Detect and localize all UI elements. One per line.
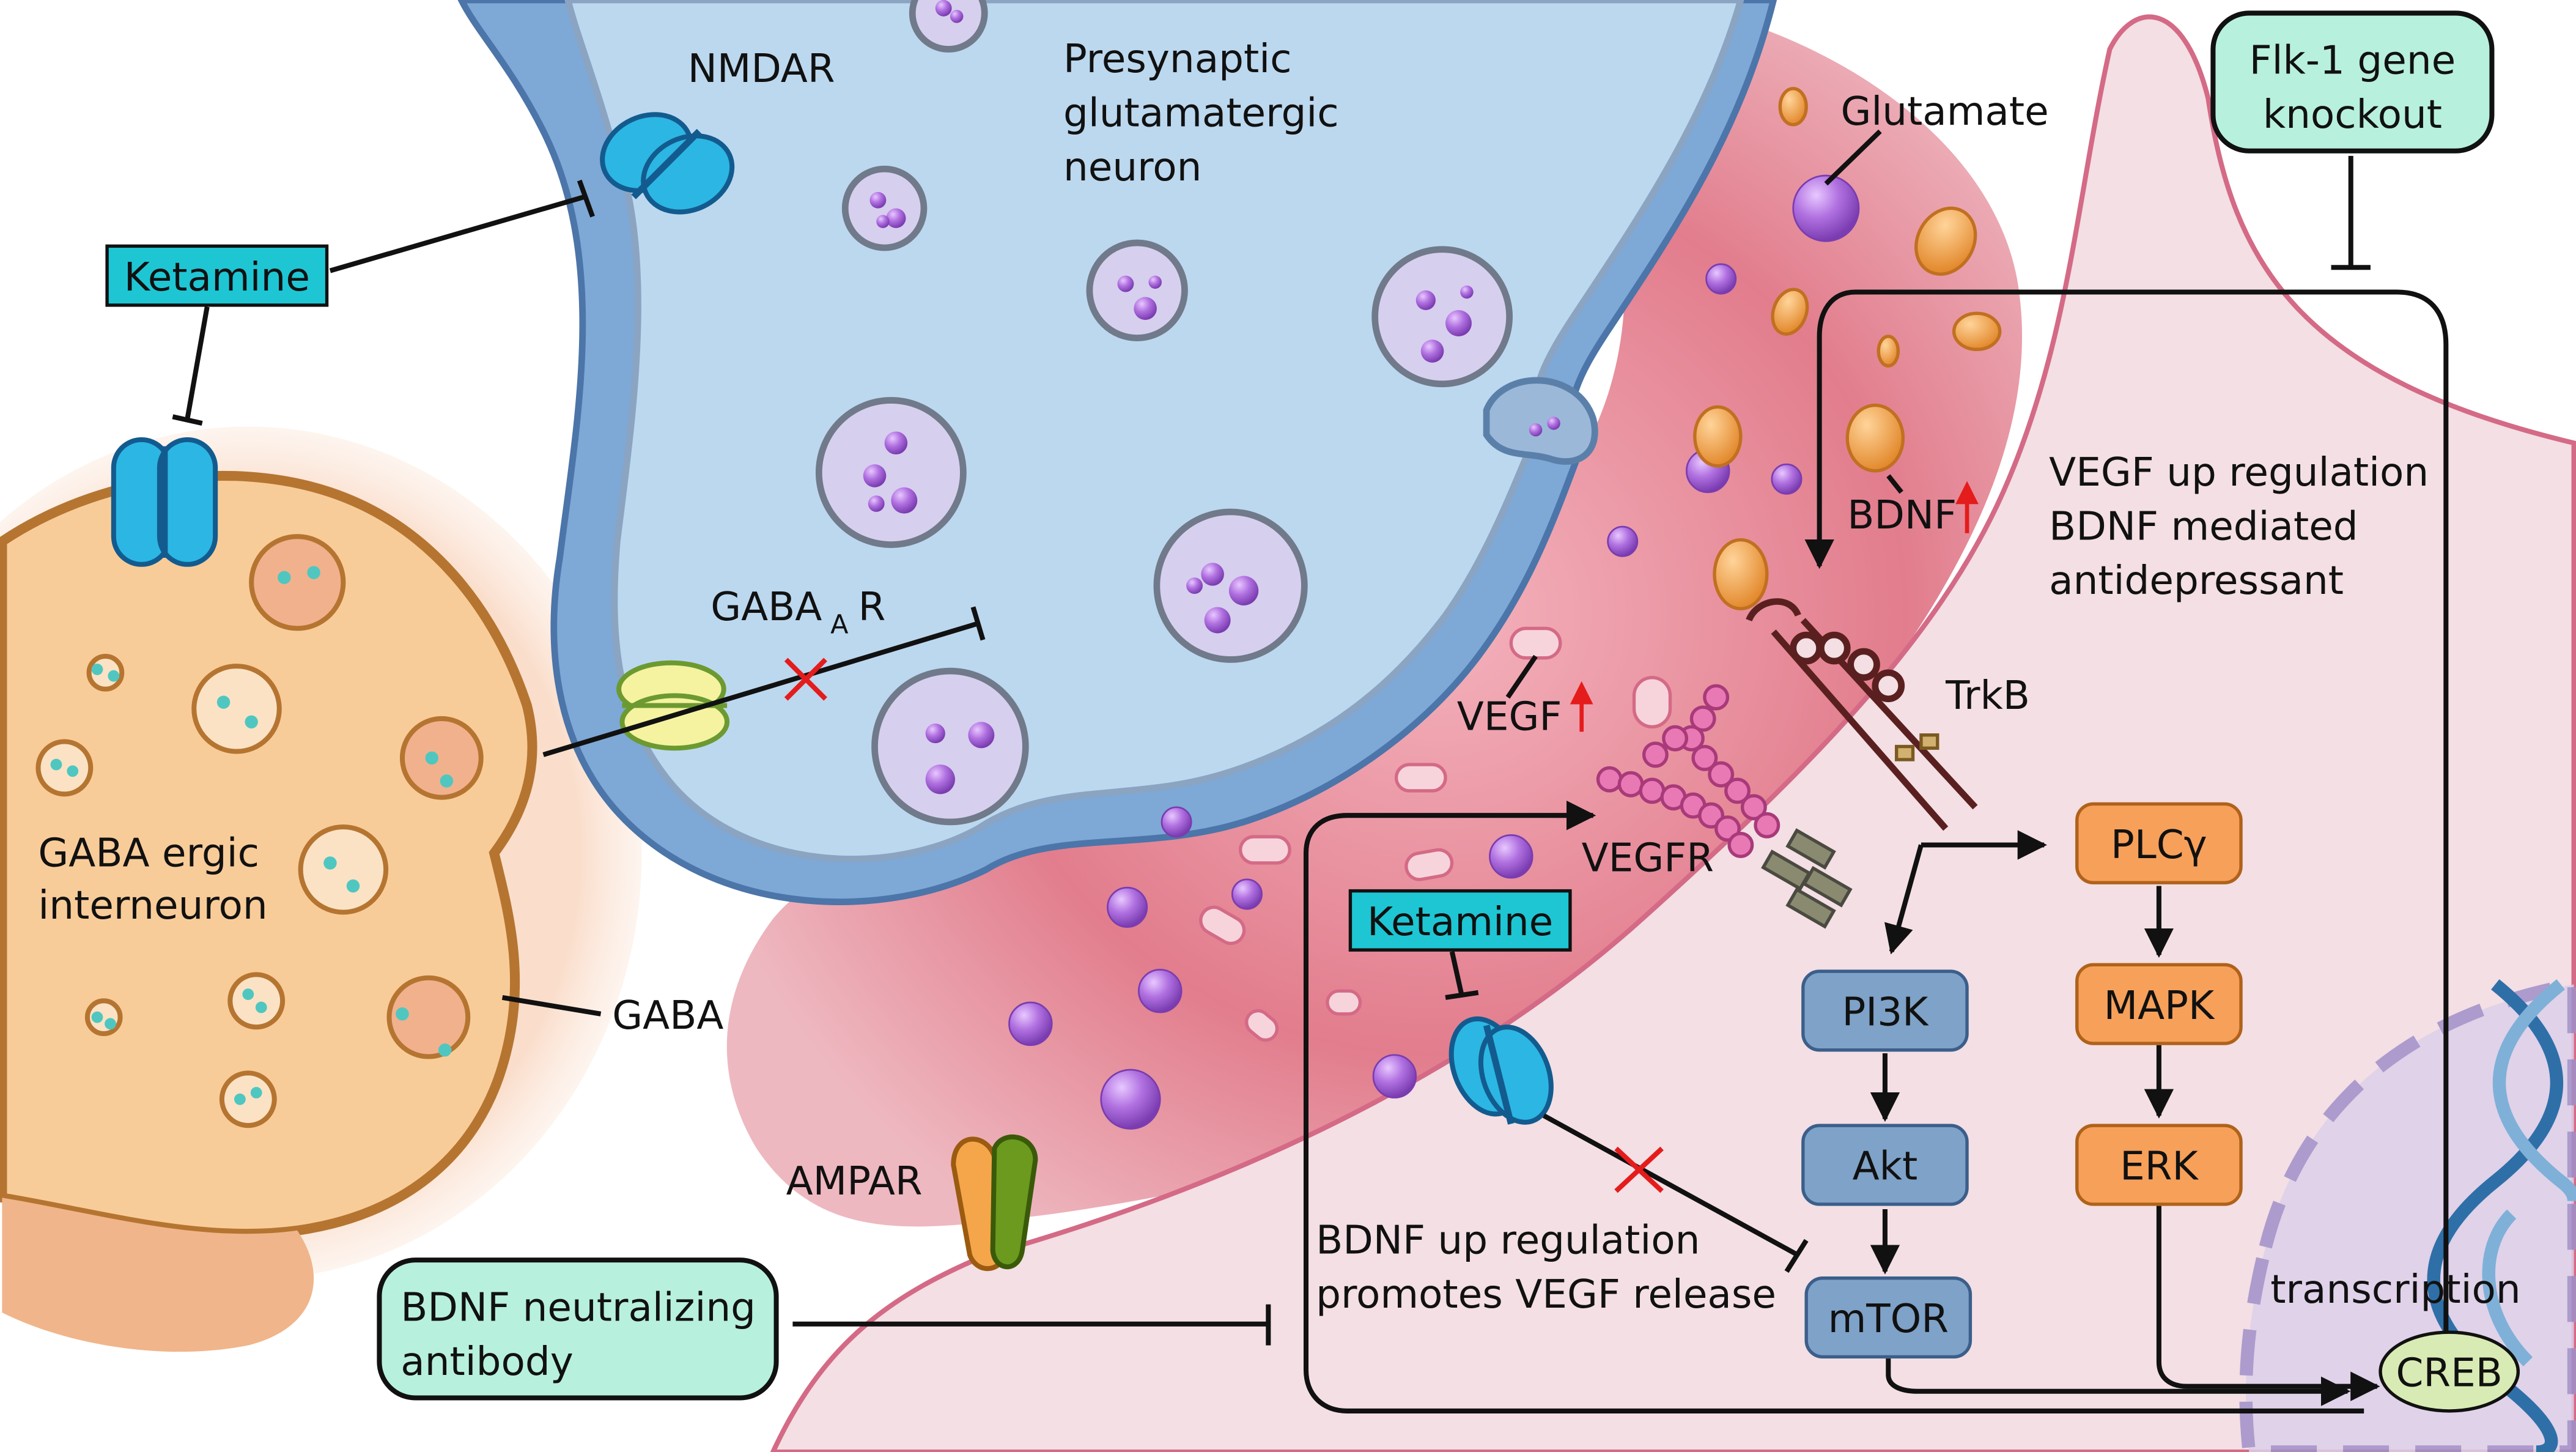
creb-node: CREB bbox=[2379, 1330, 2520, 1413]
nmdar-to-mtor-inhibition-line bbox=[1543, 1113, 1799, 1258]
pi3k-box: PI3K bbox=[1801, 969, 1969, 1052]
bdnf-pointer-line bbox=[1886, 474, 1903, 494]
vegfr-label: VEGFR bbox=[1582, 835, 1714, 881]
interneuron-nmdar-receptor bbox=[111, 437, 218, 567]
creb-feedback-loop bbox=[1804, 289, 2449, 1403]
vegfr-kinase-domain bbox=[1761, 828, 1853, 929]
presynaptic-label-line2: glutamatergic bbox=[1063, 91, 1339, 136]
bdnf-up-label-line2: promotes VEGF release bbox=[1316, 1272, 1776, 1317]
erk-box: ERK bbox=[2075, 1124, 2243, 1206]
glutamate-pointer-line bbox=[1824, 129, 1882, 186]
postsynaptic-nmdar-receptor bbox=[1449, 1016, 1554, 1125]
trkb-to-pi3k-arrow bbox=[1884, 844, 1924, 955]
gaba-pointer-line bbox=[501, 995, 602, 1017]
ketamine-box-mid: Ketamine bbox=[1348, 889, 1572, 952]
ketamine-box-top: Ketamine bbox=[105, 244, 329, 307]
nmdar-label: NMDAR bbox=[688, 46, 835, 92]
vegf-label: VEGF bbox=[1457, 694, 1562, 740]
svg-text:Akt: Akt bbox=[1853, 1144, 1918, 1190]
presynaptic-label-line3: neuron bbox=[1063, 144, 1201, 190]
flk1-line1: Flk-1 gene bbox=[2249, 38, 2456, 84]
vegf-pointer-line bbox=[1505, 654, 1538, 699]
bdnf-label: BDNF bbox=[1847, 492, 1957, 538]
mapk-box: MAPK bbox=[2075, 963, 2243, 1045]
svg-text:CREB: CREB bbox=[2396, 1350, 2502, 1396]
interneuron-gaba-dots bbox=[50, 566, 454, 1105]
glutamate-label: Glutamate bbox=[1840, 89, 2048, 135]
svg-text:Ketamine: Ketamine bbox=[124, 254, 310, 300]
mtor-to-creb-arrow bbox=[1886, 1358, 2351, 1406]
presynaptic-pocket bbox=[1483, 377, 1598, 465]
akt-box: Akt bbox=[1801, 1124, 1969, 1206]
bdnf-up-label-line1: BDNF up regulation bbox=[1316, 1217, 1700, 1263]
svg-text:Ketamine: Ketamine bbox=[1367, 899, 1553, 945]
gabaa-inhibition-line bbox=[542, 621, 979, 757]
presynaptic-label-line1: Presynaptic bbox=[1063, 36, 1292, 82]
bdnf-particles bbox=[1693, 87, 2002, 610]
ampar-receptor bbox=[951, 1134, 1038, 1272]
vegf-up-label-line3: antidepressant bbox=[2049, 558, 2344, 604]
antibody-line2: antibody bbox=[400, 1339, 574, 1385]
gaba-label: GABA bbox=[612, 993, 723, 1039]
ampar-label: AMPAR bbox=[786, 1158, 923, 1204]
trkb-label: TrkB bbox=[1945, 673, 2030, 719]
interneuron-label-line1: GABA ergic bbox=[38, 830, 259, 876]
plc-box: PLCγ bbox=[2075, 802, 2243, 884]
nmdar-receptor bbox=[600, 112, 735, 215]
interneuron-label-line2: interneuron bbox=[38, 883, 267, 928]
glutamate-vesicles bbox=[1008, 174, 1860, 1130]
ketamine-to-nmdar-line bbox=[329, 194, 585, 273]
vegf-up-label-line1: VEGF up regulation bbox=[2049, 450, 2429, 495]
vesicle-contents bbox=[863, 0, 1560, 795]
ketamine-to-interneuron-line bbox=[185, 306, 210, 419]
svg-text:ERK: ERK bbox=[2120, 1144, 2199, 1190]
gabaar-r-label: R bbox=[858, 584, 886, 630]
interneuron-lower-lobe bbox=[2, 1198, 314, 1352]
antibody-line1: BDNF neutralizing bbox=[400, 1284, 756, 1330]
flk1-line2: knockout bbox=[2263, 92, 2442, 138]
dna-helix-icon bbox=[2427, 979, 2576, 1452]
svg-text:MAPK: MAPK bbox=[2104, 983, 2215, 1029]
gabaar-label: GABA bbox=[710, 584, 822, 630]
trkb-receptor bbox=[1746, 598, 1978, 831]
vegf-up-label-line2: BDNF mediated bbox=[2049, 504, 2358, 550]
blocked-marks bbox=[784, 657, 1664, 1193]
gabaa-receptor bbox=[616, 660, 730, 751]
vegfr-receptor bbox=[1596, 684, 1781, 858]
svg-text:PLCγ: PLCγ bbox=[2111, 822, 2207, 868]
presynaptic-vesicles bbox=[815, 0, 1513, 826]
postsynaptic-dendrite bbox=[770, 14, 2576, 1452]
connector-lines bbox=[172, 129, 2449, 1413]
flk1-box: Flk-1 gene knockout bbox=[2210, 10, 2495, 154]
mtor-feedback-loop bbox=[1303, 801, 2364, 1413]
transcription-label: transcription bbox=[2270, 1267, 2520, 1313]
erk-to-creb-arrow bbox=[2156, 1206, 2380, 1401]
gabaar-subscript: A bbox=[830, 609, 848, 640]
bdnf-antibody-box: BDNF neutralizing antibody bbox=[377, 1258, 779, 1401]
svg-text:mTOR: mTOR bbox=[1828, 1296, 1949, 1342]
vegf-particles bbox=[1199, 626, 1672, 1042]
nucleus-region bbox=[2239, 977, 2576, 1452]
upregulation-arrows bbox=[1570, 481, 1979, 732]
ketamine-mid-inhibition-line bbox=[1449, 950, 1464, 997]
svg-text:PI3K: PI3K bbox=[1842, 990, 1929, 1035]
mtor-box: mTOR bbox=[1804, 1276, 1973, 1359]
